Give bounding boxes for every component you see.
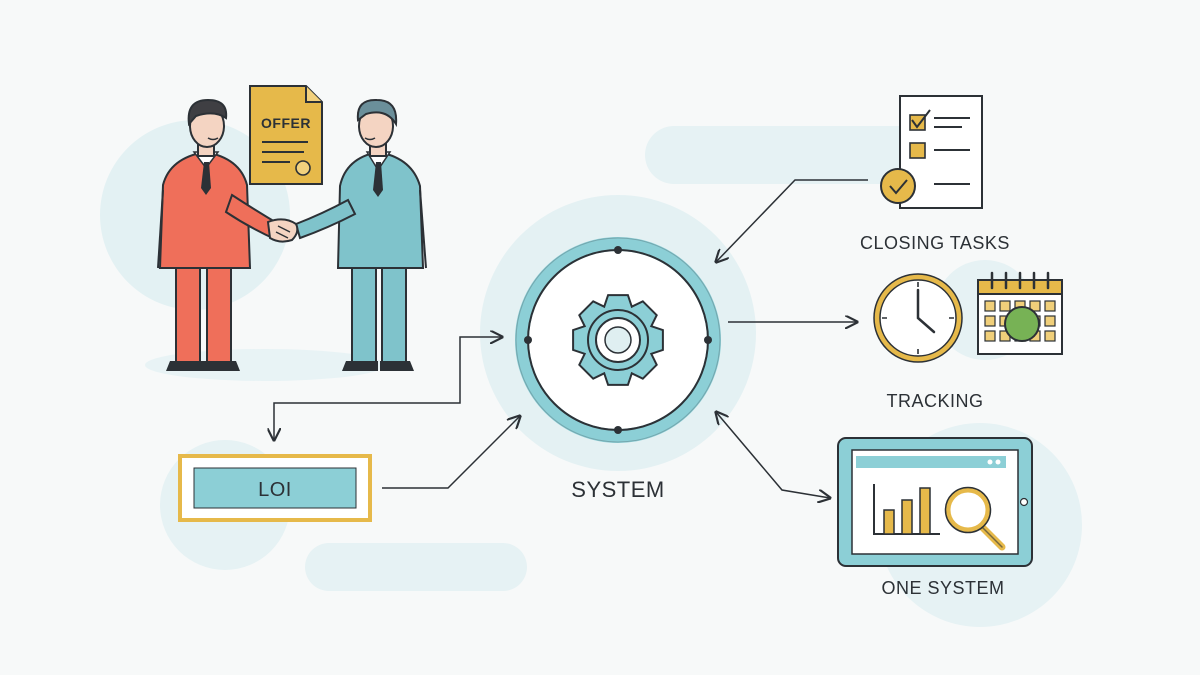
closing-tasks-label: CLOSING TASKS — [860, 233, 1010, 253]
businessman-right — [294, 98, 427, 371]
calendar-cell — [984, 300, 996, 312]
offer-document-icon: OFFER — [249, 85, 323, 185]
calendar-cell — [1029, 300, 1041, 312]
bar-chart-icon — [873, 484, 940, 535]
system-label: SYSTEM — [571, 477, 664, 502]
calendar-cell — [999, 300, 1011, 312]
loi-label: LOI — [258, 479, 292, 501]
offer-label: OFFER — [261, 115, 311, 131]
tracking-label: TRACKING — [886, 391, 983, 411]
connectors — [274, 179, 868, 498]
one-system-label: ONE SYSTEM — [881, 578, 1004, 598]
calendar-cell — [1044, 300, 1056, 312]
businessman-left — [157, 98, 284, 371]
handshake-icon — [266, 218, 299, 243]
gear-icon — [572, 294, 664, 386]
calendar-cell — [1044, 330, 1056, 342]
calendar-cell — [984, 315, 996, 327]
calendar-icon — [977, 271, 1063, 355]
magnifier-icon — [944, 486, 1006, 551]
calendar-cell — [1044, 315, 1056, 327]
checklist-icon — [880, 95, 983, 209]
calendar-cell — [984, 330, 996, 342]
loi-box: LOI — [178, 454, 372, 522]
clock-icon — [873, 273, 963, 363]
